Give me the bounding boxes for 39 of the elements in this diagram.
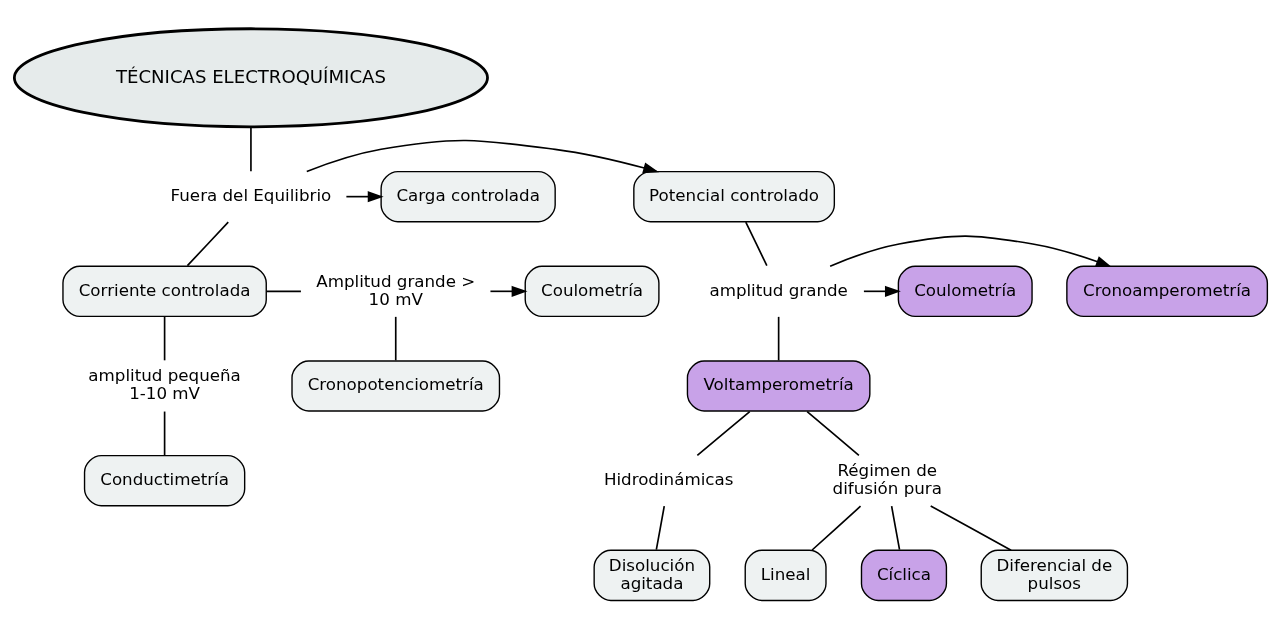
connector <box>744 220 768 266</box>
node-box: Disolución agitada <box>593 549 711 601</box>
node-box: Diferencial de pulsos <box>980 549 1129 601</box>
arrow <box>829 234 1112 267</box>
node-text: amplitud grande <box>709 279 848 300</box>
connector <box>265 290 302 292</box>
node-text: Hidrodinámicas <box>603 468 734 489</box>
connector <box>696 410 751 456</box>
node-ellipse: TÉCNICAS ELECTROQUÍMICAS <box>12 26 489 128</box>
node-text: Amplitud grande > 10 mV <box>316 270 476 309</box>
connector <box>890 504 901 550</box>
connector <box>394 315 397 361</box>
arrow <box>863 285 901 297</box>
arrow <box>345 190 384 202</box>
arrow <box>305 139 659 173</box>
node-box: Conductimetría <box>83 454 246 506</box>
node-box: Carga controlada <box>380 170 556 222</box>
connector <box>163 410 166 456</box>
connector <box>811 504 862 551</box>
node-text: Fuera del Equilibrio <box>170 184 332 205</box>
connector <box>777 315 780 361</box>
connector <box>163 315 166 361</box>
node-box: Coulometría <box>897 265 1033 317</box>
connector <box>929 504 1012 551</box>
arrow <box>489 285 528 297</box>
node-box: Cronopotenciometría <box>291 359 501 412</box>
node-box: Corriente controlada <box>62 265 267 317</box>
connector <box>655 504 666 550</box>
node-text: Régimen de difusión pura <box>832 459 942 498</box>
node-text: amplitud pequeña 1-10 mV <box>88 364 241 403</box>
connector <box>250 125 252 172</box>
node-box: Lineal <box>744 549 827 601</box>
connector <box>806 410 860 456</box>
node-box: Potencial controlado <box>633 170 836 222</box>
node-box: Cronoamperometría <box>1066 265 1269 317</box>
connector <box>186 220 230 266</box>
node-box: Voltamperometría <box>686 359 871 412</box>
node-box: Cíclica <box>860 549 948 601</box>
node-box: Coulometría <box>524 265 660 317</box>
